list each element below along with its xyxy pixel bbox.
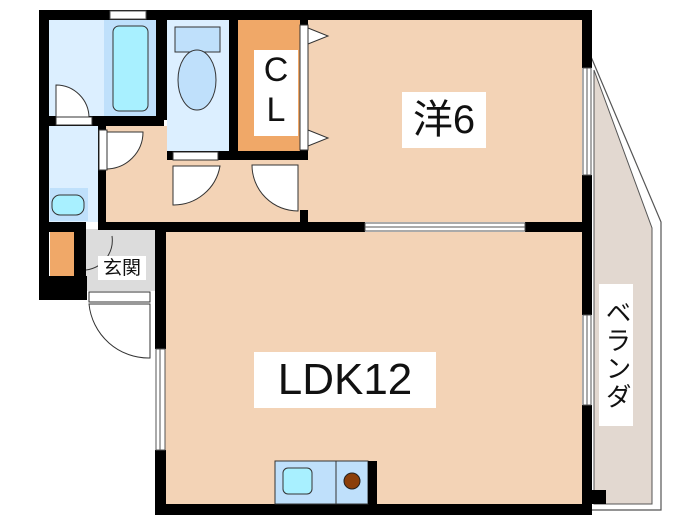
windows bbox=[109, 10, 592, 451]
room-label-veranda: ベランダ bbox=[599, 284, 633, 426]
stove-burner-icon bbox=[343, 472, 361, 490]
bathtub-icon bbox=[112, 25, 149, 112]
washbasin-icon bbox=[50, 188, 88, 221]
room-label-closet: C L bbox=[254, 50, 298, 136]
shoe-closet bbox=[50, 232, 74, 276]
closet-label-c: C bbox=[263, 51, 289, 89]
doors bbox=[55, 84, 299, 359]
room-label-entrance: 玄関 bbox=[98, 256, 146, 280]
closet-door bbox=[299, 24, 330, 151]
walls bbox=[39, 10, 606, 515]
kitchen-counter-icon bbox=[274, 460, 377, 505]
veranda bbox=[588, 51, 662, 511]
room-label-western: 洋6 bbox=[402, 92, 486, 148]
room-label-ldk: LDK12 bbox=[254, 352, 436, 408]
toilet-icon bbox=[174, 26, 221, 111]
closet-label-l: L bbox=[266, 91, 286, 129]
